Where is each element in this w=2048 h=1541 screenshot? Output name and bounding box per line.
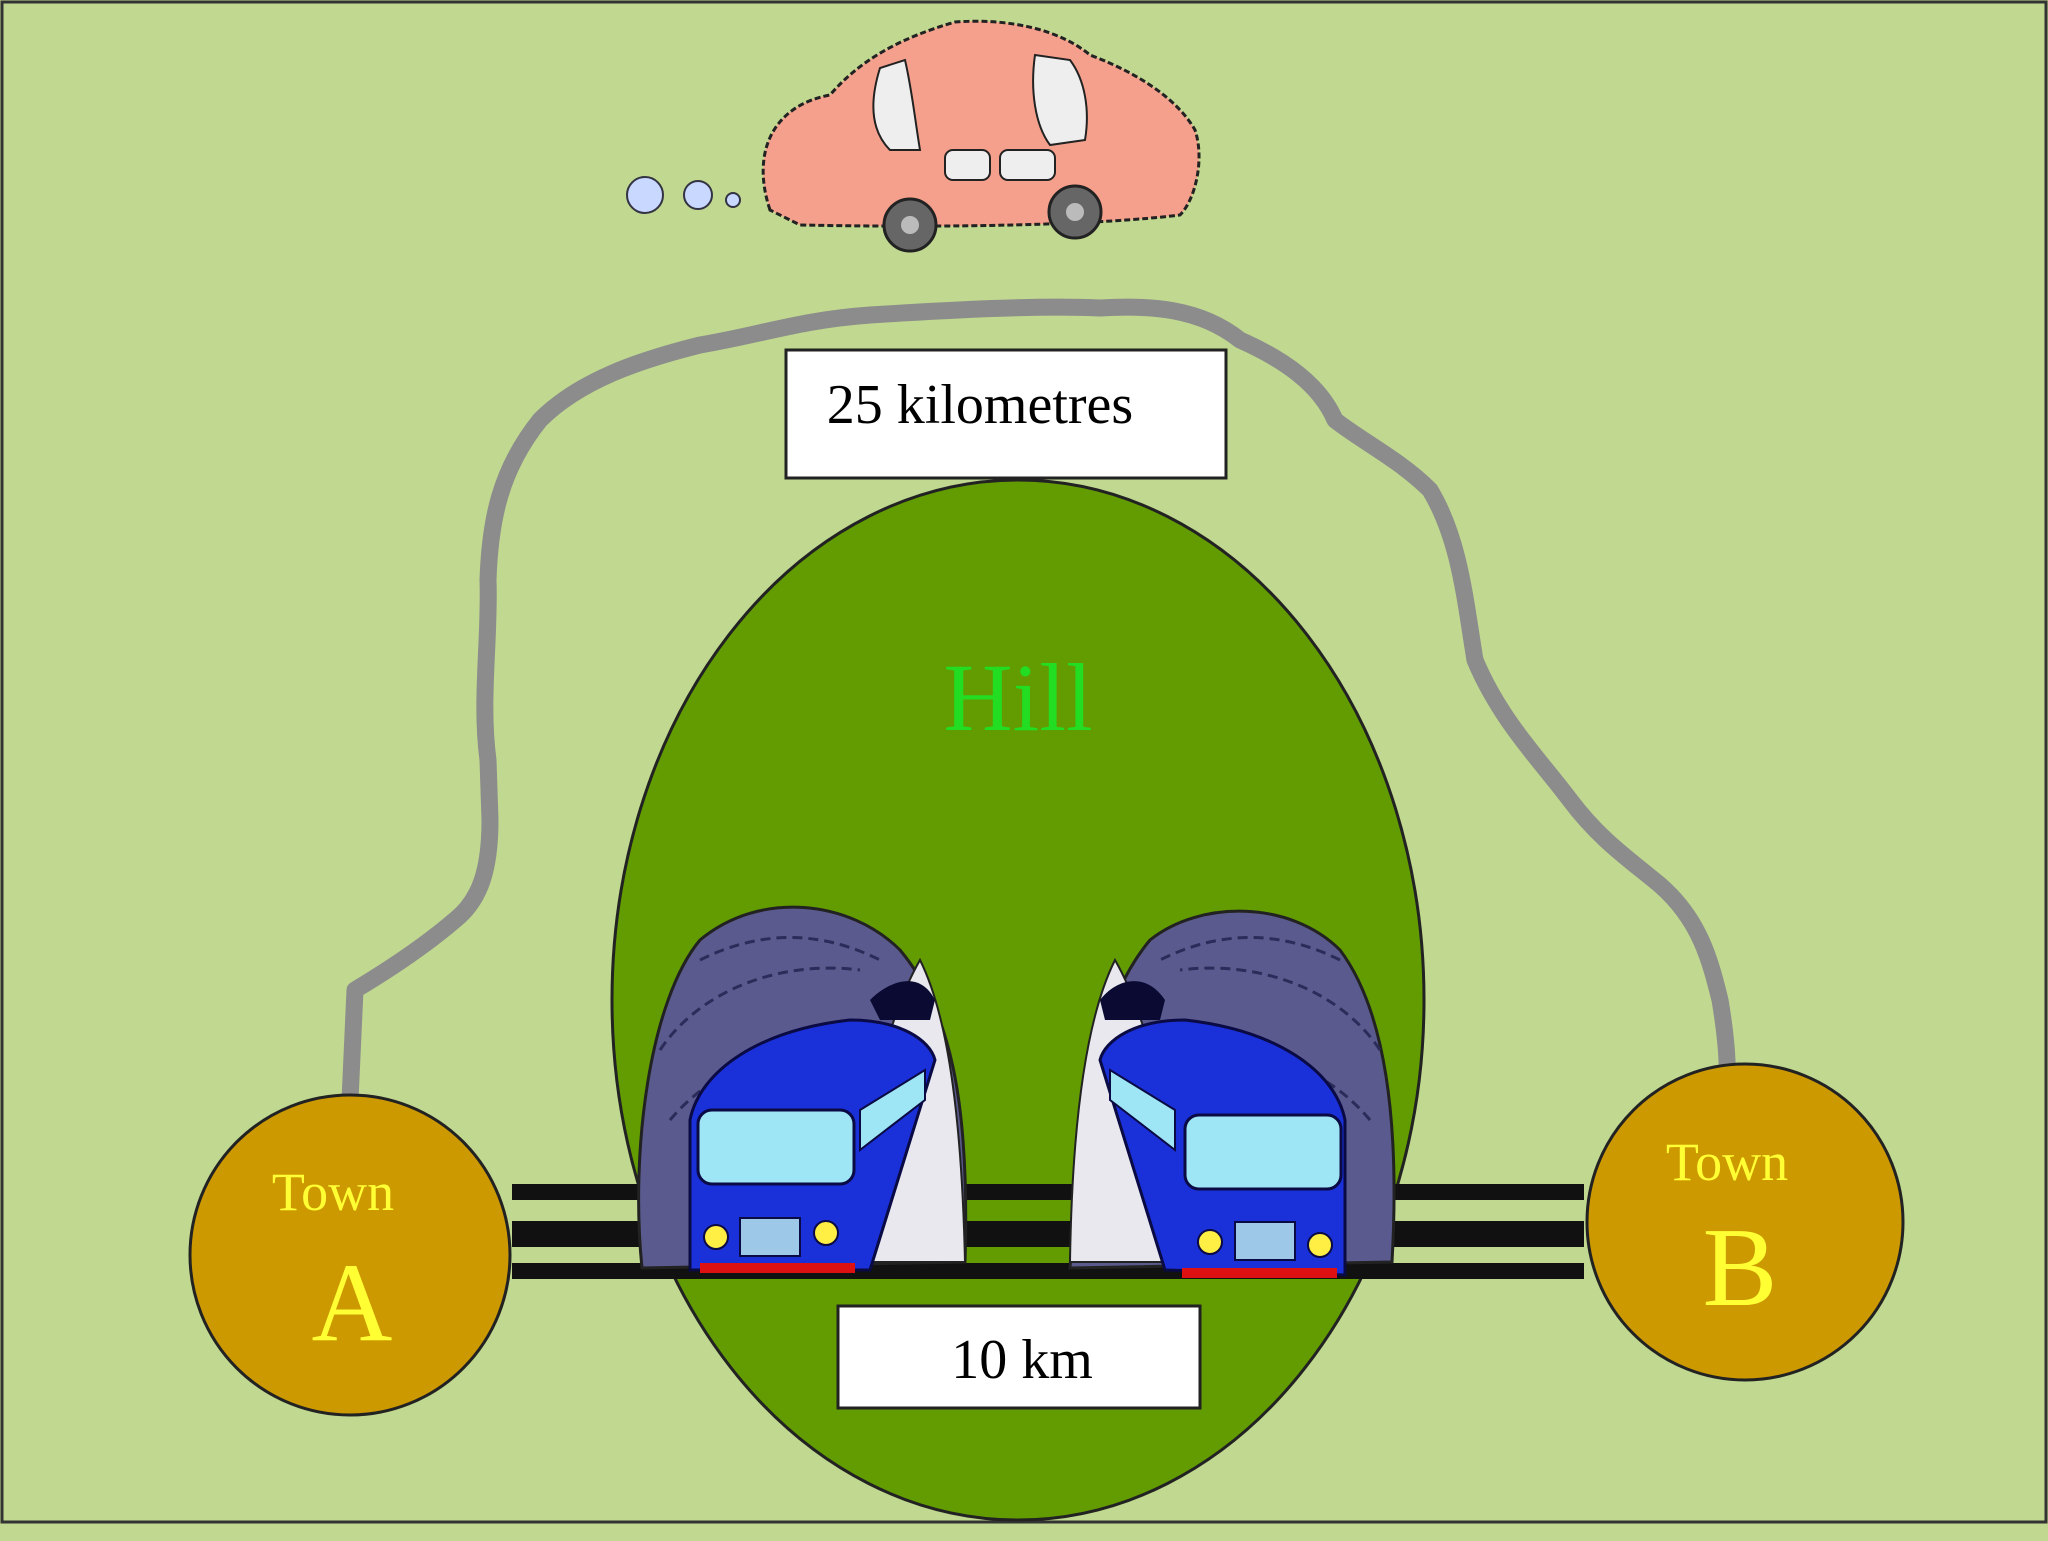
- town-b-letter: B: [1703, 1206, 1778, 1330]
- town-b: Town B: [1585, 1062, 1905, 1382]
- town-a-word: Town: [272, 1162, 394, 1222]
- train-icon: [688, 1018, 937, 1273]
- town-b-word: Town: [1666, 1132, 1788, 1192]
- car-icon: [626, 19, 1201, 253]
- tunnel-distance-text: 10 km: [951, 1329, 1093, 1391]
- road-path: [341, 298, 1736, 1109]
- road-distance-label: 25 kilometres: [784, 348, 1228, 480]
- town-a-letter: A: [312, 1241, 393, 1365]
- hill-label: Hill: [943, 644, 1092, 751]
- road-distance-text: 25 kilometres: [827, 374, 1133, 436]
- train-icon: [1098, 1018, 1347, 1278]
- tunnel-distance-label: 10 km: [836, 1304, 1202, 1410]
- town-a: Town A: [188, 1093, 512, 1417]
